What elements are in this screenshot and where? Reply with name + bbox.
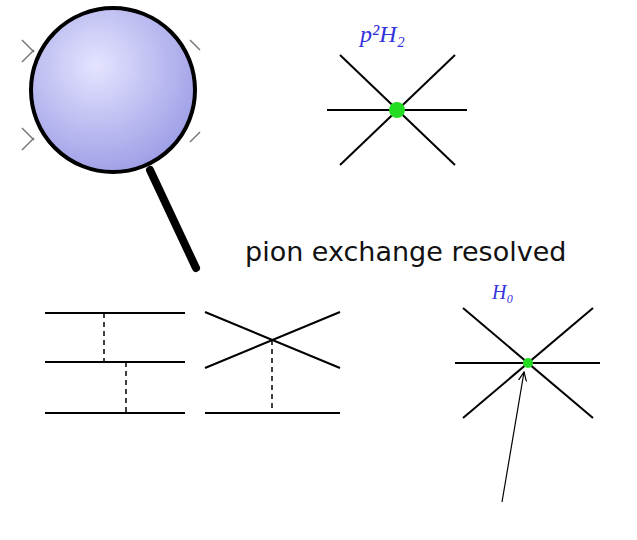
caption-text: pion exchange resolved <box>245 238 566 265</box>
coupling-label: p²H₂ <box>360 22 405 46</box>
two-pion-exchange <box>45 313 185 413</box>
magnifier-handle <box>150 170 196 268</box>
vertex-dot <box>389 102 405 118</box>
contact-pion-exchange <box>205 312 340 413</box>
vertex-dot <box>523 358 533 368</box>
contact-vertex-p2H2 <box>327 55 467 165</box>
contact-vertex-H0 <box>455 308 600 418</box>
coupling-label: H₀ <box>492 282 513 302</box>
magnifier-lens <box>31 8 195 172</box>
pointer-arrow <box>502 372 524 502</box>
